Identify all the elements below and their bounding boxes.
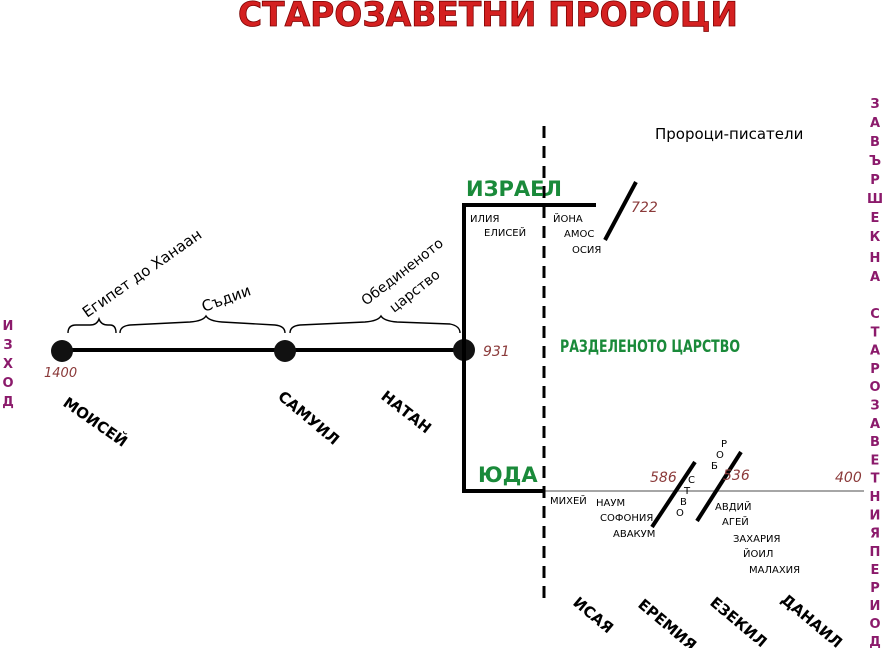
kingdom-judah: ЮДА [478,463,538,487]
major-prophet-ezekiel: ЕЗЕКИЛ [706,593,770,648]
israel-prophet-elijah: ИЛИЯ [470,214,499,225]
major-prophet-isaiah: ИСАЯ [569,593,616,637]
writing-prophets-label: Пророци-писатели [655,125,803,143]
brace-united [289,314,461,334]
major-prophet-daniel: ДАНАИЛ [777,590,845,648]
judah-prophet-nahum: НАУМ [596,498,625,509]
year-400: 400 [835,470,862,486]
year-931: 931 [483,344,510,360]
israel-prophet-elisha: ЕЛИСЕЙ [484,226,526,239]
timeline-dot-samuel [274,340,296,362]
period-egypt: Египет до Ханаан [79,225,205,321]
year-722: 722 [631,200,658,216]
brace-judges [119,314,286,334]
brace-egypt [67,316,117,334]
period-judges: Съдии [199,281,253,315]
israel-prophet-jonah: ЙОНА [553,212,583,225]
year-586: 586 [650,470,677,486]
timeline-dot-moses [51,340,73,362]
kingdom-israel: ИЗРАЕЛ [466,177,562,201]
figure-nathan: НАТАН [378,387,435,437]
israel-prophet-amos: АМОС [564,229,594,240]
post-exile-obadiah: АВДИЙ [715,500,751,513]
exile-label: Р О Б С Т В О [676,439,730,519]
exile-slash-right [695,450,743,523]
post-exile-joel: ЙОИЛ [743,547,773,560]
exile-slash-left [650,460,697,529]
post-exile-haggai: АГЕЙ [722,515,749,528]
figure-moses: МОИСЕЙ [60,393,132,451]
year-536: 536 [723,468,750,484]
post-exile-malachi: МАЛАХИЯ [749,565,800,576]
kingdom-divided: РАЗДЕЛЕНОТО ЦАРСТВО [560,337,740,357]
judah-prophet-habakkuk: АВАКУМ [613,529,655,540]
figure-samuel: САМУИЛ [274,387,342,448]
diagram-title: СТАРОЗАВЕТНИ ПРОРОЦИ [238,0,738,35]
year-1400: 1400 [44,366,77,381]
israel-prophet-hosea: ОСИЯ [572,245,601,256]
post-exile-zechariah: ЗАХАРИЯ [733,534,780,545]
major-prophet-jeremiah: ЕРЕМИЯ [634,595,700,648]
israel-end-slash [603,181,638,241]
judah-prophet-micah: МИХЕЙ [550,494,587,507]
judah-prophet-zephaniah: СОФОНИЯ [600,513,653,524]
